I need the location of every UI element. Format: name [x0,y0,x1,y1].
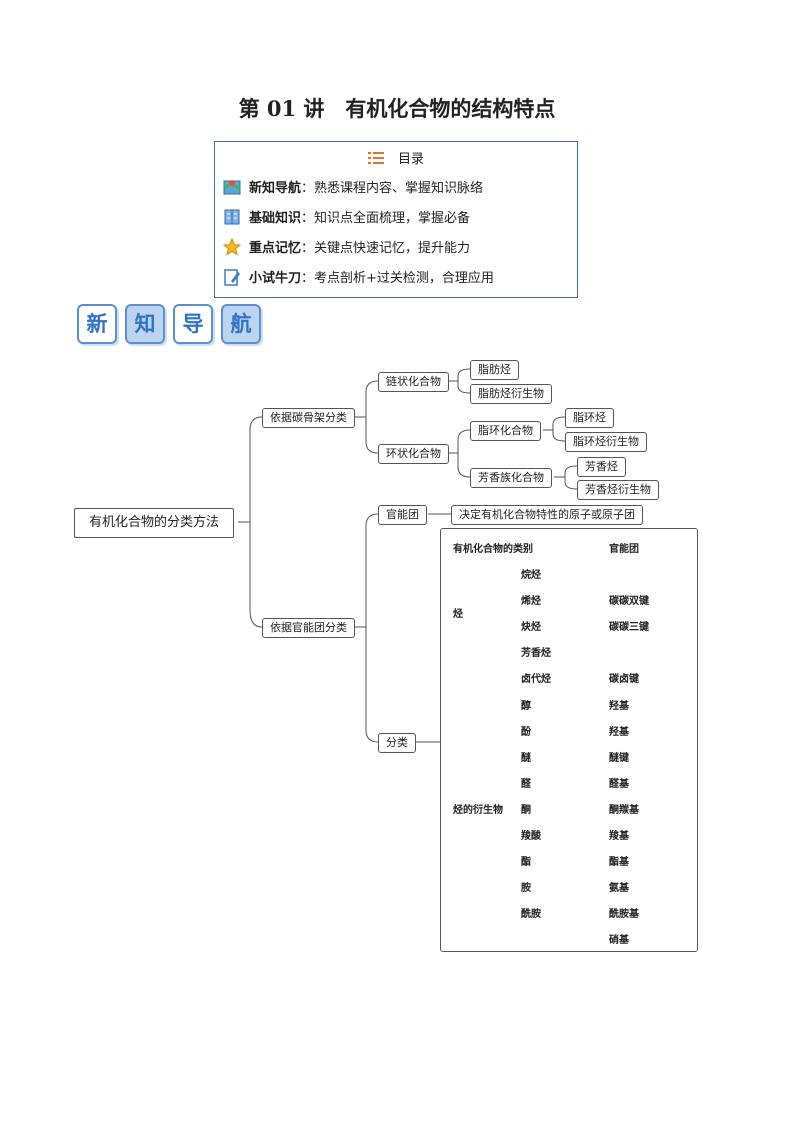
toc-item-label: 小试牛刀 [249,271,302,286]
node-alicyclic-compound: 脂环化合物 [470,421,541,441]
node-aromatic-hydrocarbon: 芳香烃 [577,457,626,477]
banner-char: 导 [173,304,213,344]
table-row-category: 烯烃 [521,596,541,607]
table-row-group: 羟基 [609,701,629,712]
table-row-group: 硝基 [609,935,629,946]
node-by-functional-group: 依据官能团分类 [262,618,355,638]
toc-item-new-knowledge[interactable]: 新知导航：熟悉课程内容、掌握知识脉络 [223,178,483,198]
toc-item-sep: ： [301,211,315,226]
toc-heading: 目录 [215,148,577,167]
toc-item-desc: 关键点快速记忆，提升能力 [314,241,471,256]
toc-item-sep: ： [301,181,315,196]
node-chain-compound: 链状化合物 [378,372,449,392]
node-functional-group: 官能团 [378,505,427,525]
table-row-category: 酯 [521,857,531,868]
node-by-carbon-skeleton: 依据碳骨架分类 [262,408,355,428]
table-row-group: 氨基 [609,883,629,894]
table-row-group: 羟基 [609,727,629,738]
table-row-group: 碳碳双键 [609,596,649,607]
node-aromatic-compound: 芳香族化合物 [470,468,552,488]
node-functional-group-definition: 决定有机化合物特性的原子或原子团 [451,505,643,525]
banner-char: 新 [77,304,117,344]
toc-heading-label: 目录 [397,152,424,167]
toc-item-desc: 知识点全面梳理，掌握必备 [314,211,471,226]
table-header-category: 有机化合物的类别 [453,544,533,555]
banner-char: 航 [221,304,261,344]
book-icon [224,209,240,225]
edit-note-icon [224,269,240,286]
table-row-category: 烷烃 [521,570,541,581]
node-aromatic-derivative: 芳香烃衍生物 [577,480,659,500]
banner-char: 知 [125,304,165,344]
toc-item-practice[interactable]: 小试牛刀：考点剖析+过关检测，合理应用 [223,268,494,288]
table-row-group: 酯基 [609,857,629,868]
node-aliphatic-hydrocarbon: 脂肪烃 [470,360,519,380]
page-title: 第 01 讲 有机化合物的结构特点 [238,96,556,121]
node-alicyclic-hydrocarbon: 脂环烃 [565,408,614,428]
list-icon [367,152,384,164]
table-of-contents: 目录 新知导航：熟悉课程内容、掌握知识脉络 基础知识：知识点全面梳理，掌握必备 … [214,141,578,298]
table-row-group: 酮羰基 [609,805,639,816]
toc-item-key-memory[interactable]: 重点记忆：关键点快速记忆，提升能力 [223,238,470,258]
table-row-category: 酰胺 [521,909,541,920]
toc-item-label: 基础知识 [249,211,302,226]
node-aliphatic-derivative: 脂肪烃衍生物 [470,384,552,404]
table-header-group: 官能团 [609,544,639,555]
node-alicyclic-derivative: 脂环烃衍生物 [565,432,647,452]
table-row-group: 酰胺基 [609,909,639,920]
map-icon [223,180,241,195]
table-row-category: 醇 [521,701,531,712]
table-row-group: 羧基 [609,831,629,842]
table-row-category: 卤代烃 [521,674,551,685]
table-row-category: 芳香烃 [521,648,551,659]
toc-item-sep: ： [301,241,315,256]
table-row-category: 酚 [521,727,531,738]
node-classification: 分类 [378,733,416,753]
table-row-group: 碳卤键 [609,674,639,685]
toc-item-desc: 考点剖析+过关检测，合理应用 [314,271,494,286]
table-derivative-label: 烃的衍生物 [453,805,503,816]
toc-item-basic-knowledge[interactable]: 基础知识：知识点全面梳理，掌握必备 [223,208,470,228]
table-row-group: 醚键 [609,753,629,764]
table-row-category: 羧酸 [521,831,541,842]
table-row-category: 酮 [521,805,531,816]
table-row-group: 醛基 [609,779,629,790]
table-row-category: 炔烃 [521,622,541,633]
toc-item-label: 新知导航 [249,181,302,196]
toc-item-desc: 熟悉课程内容、掌握知识脉络 [314,181,484,196]
classification-table: 有机化合物的类别 官能团 烃 烃的衍生物 烷烃烯烃 碳碳双键炔烃 碳碳三键芳香烃卤代… [440,528,698,952]
star-icon [223,238,241,256]
new-knowledge-navigation-banner: 新 知 导 航 [77,304,267,348]
node-ring-compound: 环状化合物 [378,444,449,464]
table-row-category: 胺 [521,883,531,894]
table-row-category: 醚 [521,753,531,764]
mindmap-root: 有机化合物的分类方法 [74,508,235,538]
toc-item-label: 重点记忆 [249,241,302,256]
table-row-group: 碳碳三键 [609,622,649,633]
table-row-category: 醛 [521,779,531,790]
toc-item-sep: ： [301,271,315,286]
table-hydrocarbon-label: 烃 [453,609,463,620]
